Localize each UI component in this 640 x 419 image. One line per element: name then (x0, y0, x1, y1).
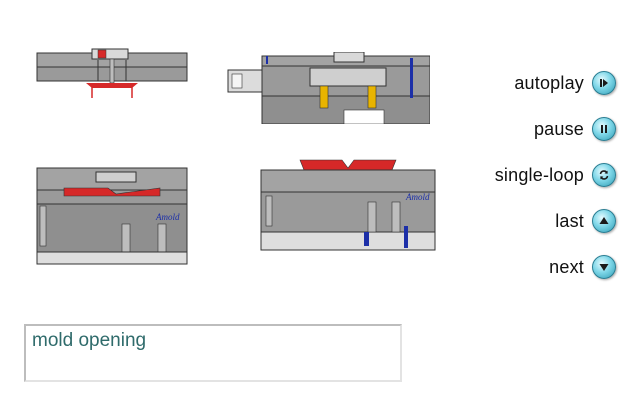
down-arrow-icon[interactable] (592, 255, 616, 279)
mold-diagram-2 (227, 52, 430, 124)
autoplay-button[interactable]: autoplay (426, 60, 616, 106)
loop-icon[interactable] (592, 163, 616, 187)
next-label: next (549, 256, 584, 277)
autoplay-label: autoplay (514, 72, 584, 93)
status-display: mold opening (24, 324, 402, 382)
brand-label: Amold (405, 192, 430, 202)
single-loop-button[interactable]: single-loop (426, 152, 616, 198)
brand-label: Amold (155, 212, 180, 222)
pause-button[interactable]: pause (426, 106, 616, 152)
last-button[interactable]: last (426, 198, 616, 244)
mold-diagram-1 (36, 48, 188, 98)
pause-label: pause (533, 118, 584, 139)
single-loop-label: single-loop (494, 164, 584, 185)
mold-diagram-3: Amold (36, 167, 188, 265)
status-text: mold opening (32, 330, 147, 351)
playback-controls: autoplay pause single-loop last next (426, 60, 616, 290)
play-icon[interactable] (592, 71, 616, 95)
pause-icon[interactable] (592, 117, 616, 141)
last-label: last (555, 210, 584, 231)
next-button[interactable]: next (426, 244, 616, 290)
mold-diagram-4: Amold (260, 159, 436, 251)
up-arrow-icon[interactable] (592, 209, 616, 233)
